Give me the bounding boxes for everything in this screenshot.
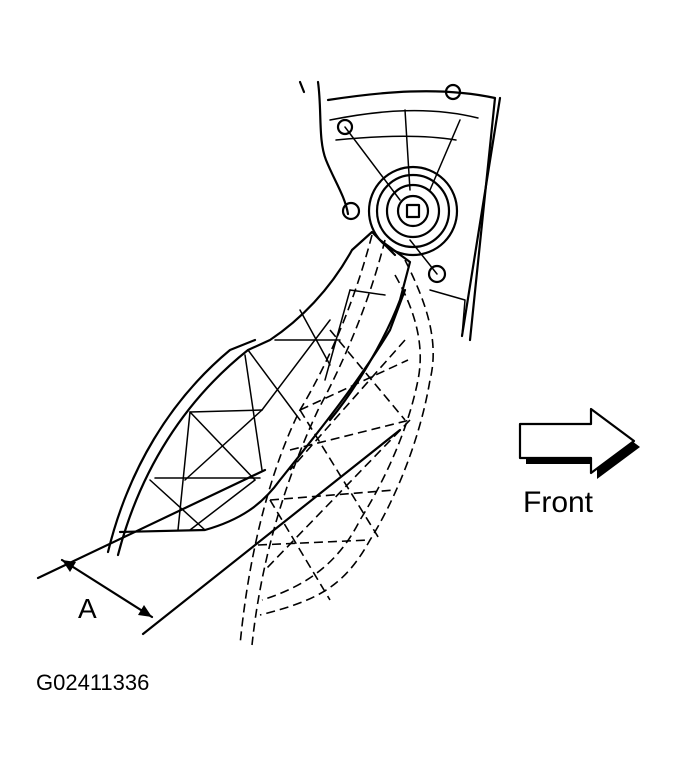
arrow-right-icon	[518, 407, 640, 479]
seatback-frame-solid	[106, 230, 412, 557]
pivot-hub	[367, 165, 459, 257]
dimension-a: A	[36, 428, 402, 636]
seatback-frame-dashed	[239, 234, 434, 646]
front-label: Front	[523, 486, 594, 519]
figure-id: G02411336	[36, 670, 149, 695]
dimension-label: A	[78, 593, 97, 624]
recliner-bracket	[298, 80, 502, 342]
